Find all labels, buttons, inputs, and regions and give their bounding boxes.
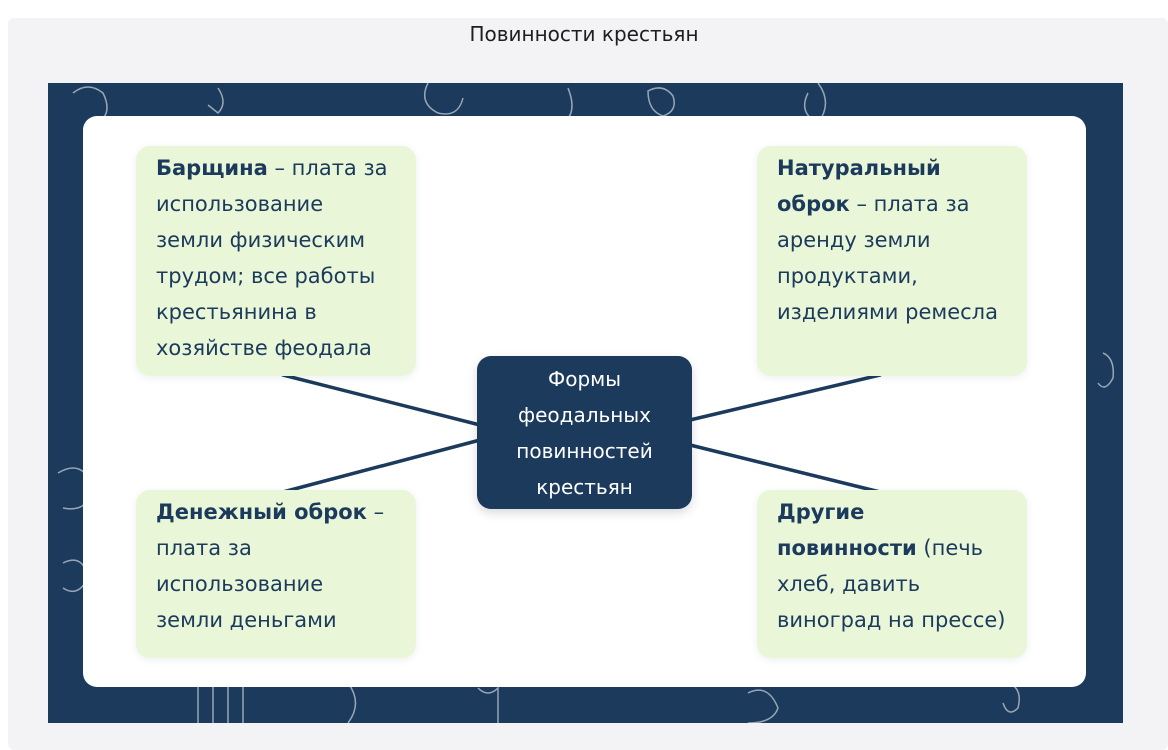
desc-other-duties: (печь хлеб, давить виноград на прессе)	[777, 536, 1006, 632]
connector-other	[688, 443, 882, 494]
term-other-duties: Другие повинности	[777, 500, 917, 560]
desc-money-obrok: – плата за использование земли деньгами	[156, 500, 385, 632]
connector-natural	[688, 373, 882, 422]
box-natural-obrok: Натуральный оброк – плата за аренду земл…	[757, 146, 1027, 376]
term-money-obrok: Денежный оброк	[156, 500, 367, 524]
term-barshchina: Барщина	[156, 156, 268, 180]
connector-money	[281, 438, 482, 494]
page-title: Повинности крестьян	[469, 22, 699, 46]
connector-barshchina	[281, 373, 482, 427]
desc-barshchina: – плата за использование земли физически…	[156, 156, 388, 360]
box-money-obrok: Денежный оброк – плата за использование …	[136, 490, 416, 658]
center-node: Формы феодальных повинностей крестьян	[477, 356, 692, 509]
center-node-label: Формы феодальных повинностей крестьян	[516, 366, 653, 499]
box-barshchina: Барщина – плата за использование земли ф…	[136, 146, 416, 376]
term-natural-obrok: Натуральный оброк	[777, 156, 941, 216]
box-other-duties: Другие повинности (печь хлеб, давить вин…	[757, 490, 1027, 658]
desc-natural-obrok: – плата за аренду земли продуктами, изде…	[777, 192, 998, 324]
